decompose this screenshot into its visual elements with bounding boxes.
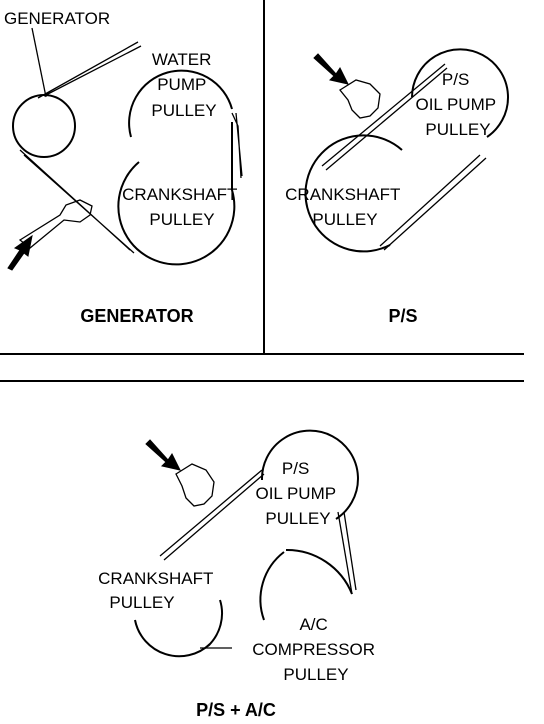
crankshaft-pulley-ps-ac-lower (134, 619, 211, 658)
arrow-icon (145, 439, 181, 471)
water-pump-pulley (128, 69, 233, 138)
panel-ps-ac: P/S OIL PUMP PULLEY CRANKSHAFT PULLEY A/… (98, 429, 380, 720)
belt-generator-right (231, 112, 243, 179)
label-ps-oil-pump-pulley: P/S OIL PUMP PULLEY (415, 70, 500, 139)
label-ac-compressor-pulley: A/C COMPRESSOR PULLEY (252, 615, 380, 684)
ac-compressor-pulley-left (259, 551, 285, 621)
hand-icon (339, 79, 381, 119)
hand-icon (175, 463, 215, 507)
label-crankshaft-pulley: CRANKSHAFT PULLEY (285, 185, 405, 229)
panel-ps: P/S OIL PUMP PULLEY CRANKSHAFT PULLEY P/… (285, 48, 509, 326)
ps-oil-pump-pulley (411, 48, 509, 138)
arrow-icon (7, 234, 33, 271)
crankshaft-pulley-generator (117, 122, 236, 266)
belt-generator-left (19, 149, 135, 254)
label-crankshaft-pulley: CRANKSHAFT PULLEY (122, 185, 242, 229)
arrow-icon (313, 53, 349, 85)
generator-pulley (12, 94, 76, 158)
caption-ps: P/S (388, 306, 417, 326)
panel-generator: GENERATOR WATER PUMP PULLEY CRANKSHAFT P… (4, 9, 243, 326)
caption-generator: GENERATOR (80, 306, 193, 326)
belt-ps-ac-right (337, 511, 357, 595)
hand-icon (18, 199, 93, 249)
belt-ps-right (379, 154, 487, 251)
label-water-pump-pulley: WATER PUMP PULLEY (151, 50, 216, 120)
label-crankshaft-pulley: CRANKSHAFT PULLEY (98, 569, 218, 612)
ps-oil-pump-pulley (260, 429, 359, 520)
ac-compressor-pulley-top (285, 548, 353, 595)
belt-ps-ac-left (159, 469, 265, 561)
generator-leader-line (31, 27, 47, 98)
crankshaft-pulley-ps-ac-right (207, 599, 223, 647)
caption-ps-ac: P/S + A/C (196, 700, 276, 720)
belt-ps-left (321, 63, 448, 171)
label-generator: GENERATOR (4, 9, 110, 28)
label-ps-oil-pump-pulley: P/S OIL PUMP PULLEY (255, 459, 340, 528)
belt-generator-top (37, 41, 142, 99)
